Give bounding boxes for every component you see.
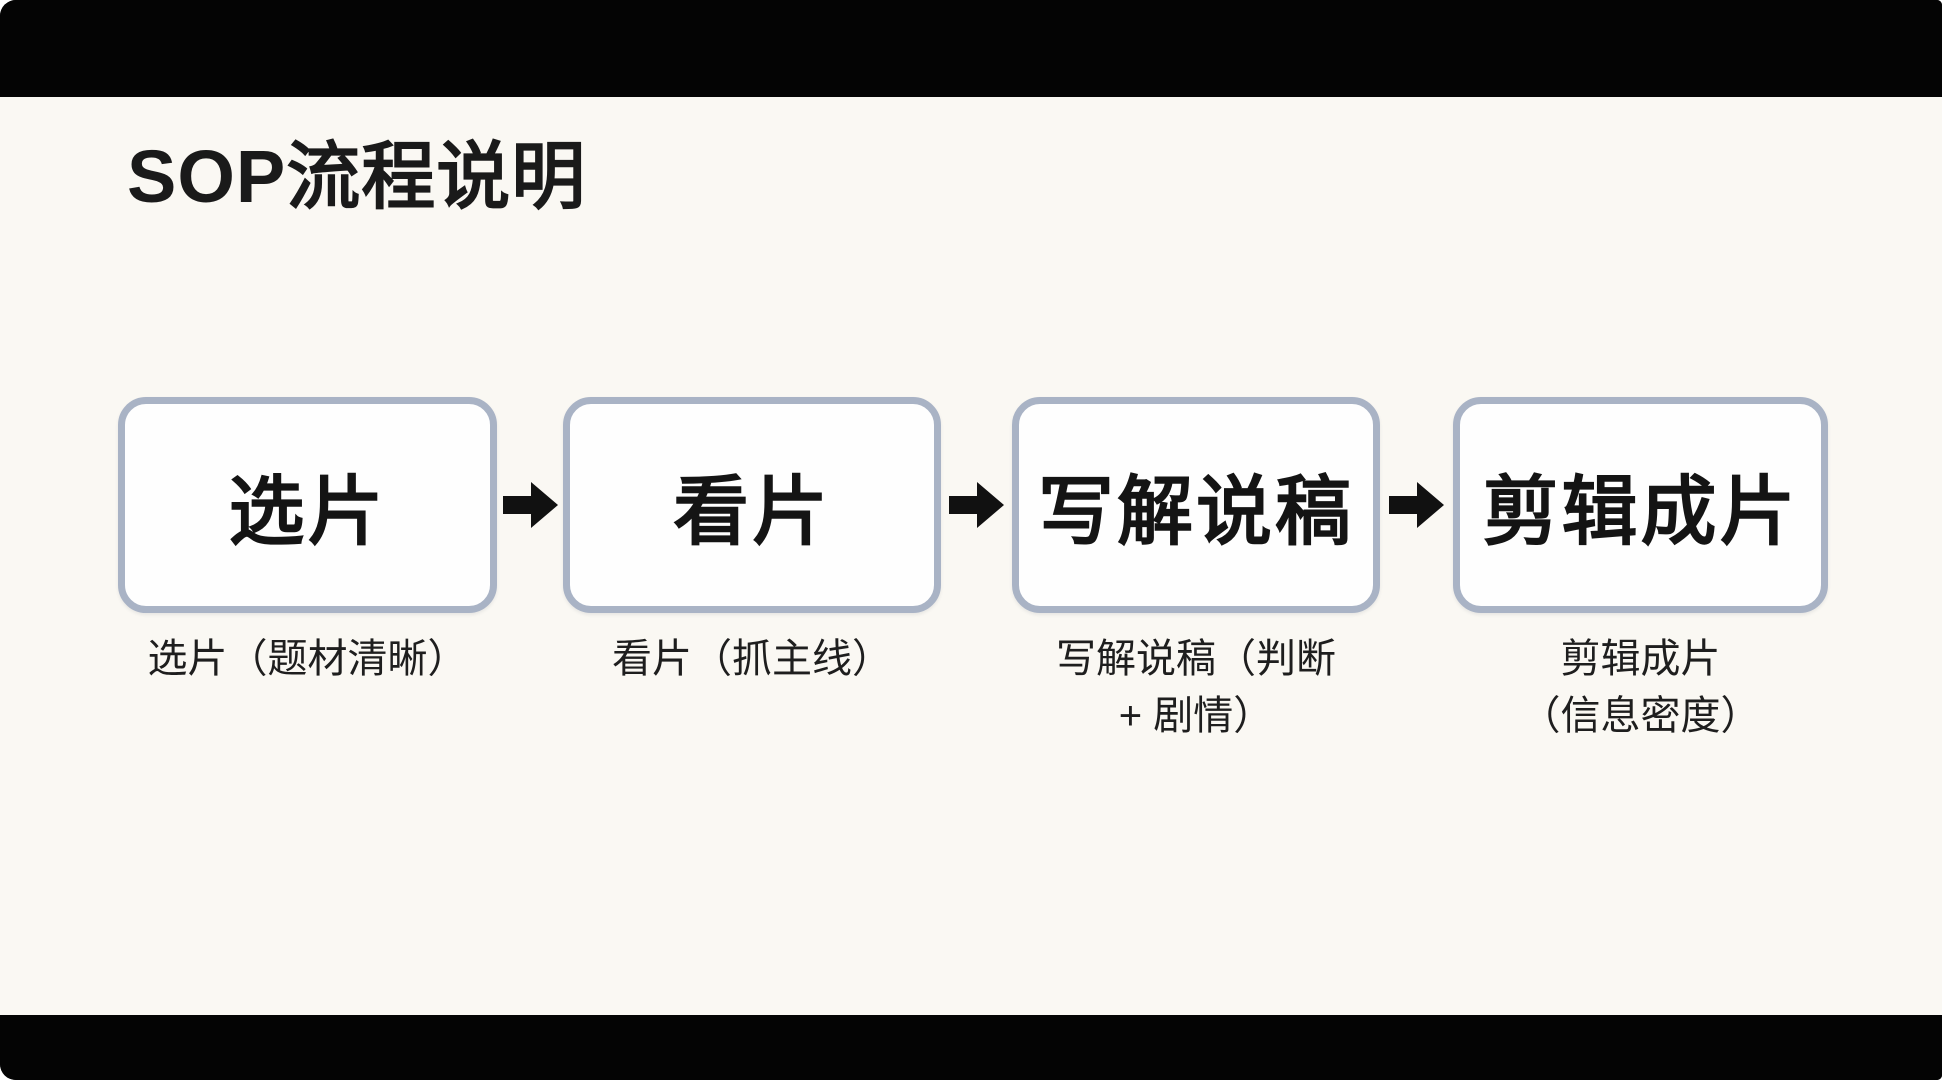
caption-line: + 剧情） [1118,694,1274,738]
flow-step-caption: 看片（抓主线） [503,631,1001,688]
sop-flow-slide: SOP流程说明 选片 选片（题材清晰） 看片 看片（抓主线） 写解说稿 [0,97,1942,1015]
letterbox-bottom-bar [0,1015,1942,1080]
caption-line: （信息密度） [1520,694,1761,738]
page-title: SOP流程说明 [127,135,587,218]
flow-step-label: 剪辑成片 [1482,470,1799,555]
caption-line: 选片（题材清晰） [147,637,468,681]
flow-step-label: 看片 [673,470,831,555]
right-arrow-icon [503,482,558,528]
flow-step-box-watch-film: 看片 [563,397,941,613]
caption-line: 剪辑成片 [1560,637,1721,681]
flow-step-caption: 写解说稿（判断 + 剧情） [952,631,1440,745]
flow-step-caption: 剪辑成片 （信息密度） [1393,631,1888,745]
letterbox-top-bar [0,0,1942,97]
right-arrow-icon [949,482,1004,528]
caption-line: 看片（抓主线） [612,637,892,681]
flow-step-label: 选片 [228,470,387,555]
flow-step-caption: 选片（题材清晰） [58,631,557,688]
flow-step-label: 写解说稿 [1038,470,1354,555]
flow-step-box-edit-film: 剪辑成片 [1453,397,1828,613]
caption-line: 写解说稿（判断 [1056,637,1336,681]
flow-step-box-select-film: 选片 [118,397,497,613]
flow-step-box-write-script: 写解说稿 [1012,397,1380,613]
right-arrow-icon [1389,482,1444,528]
